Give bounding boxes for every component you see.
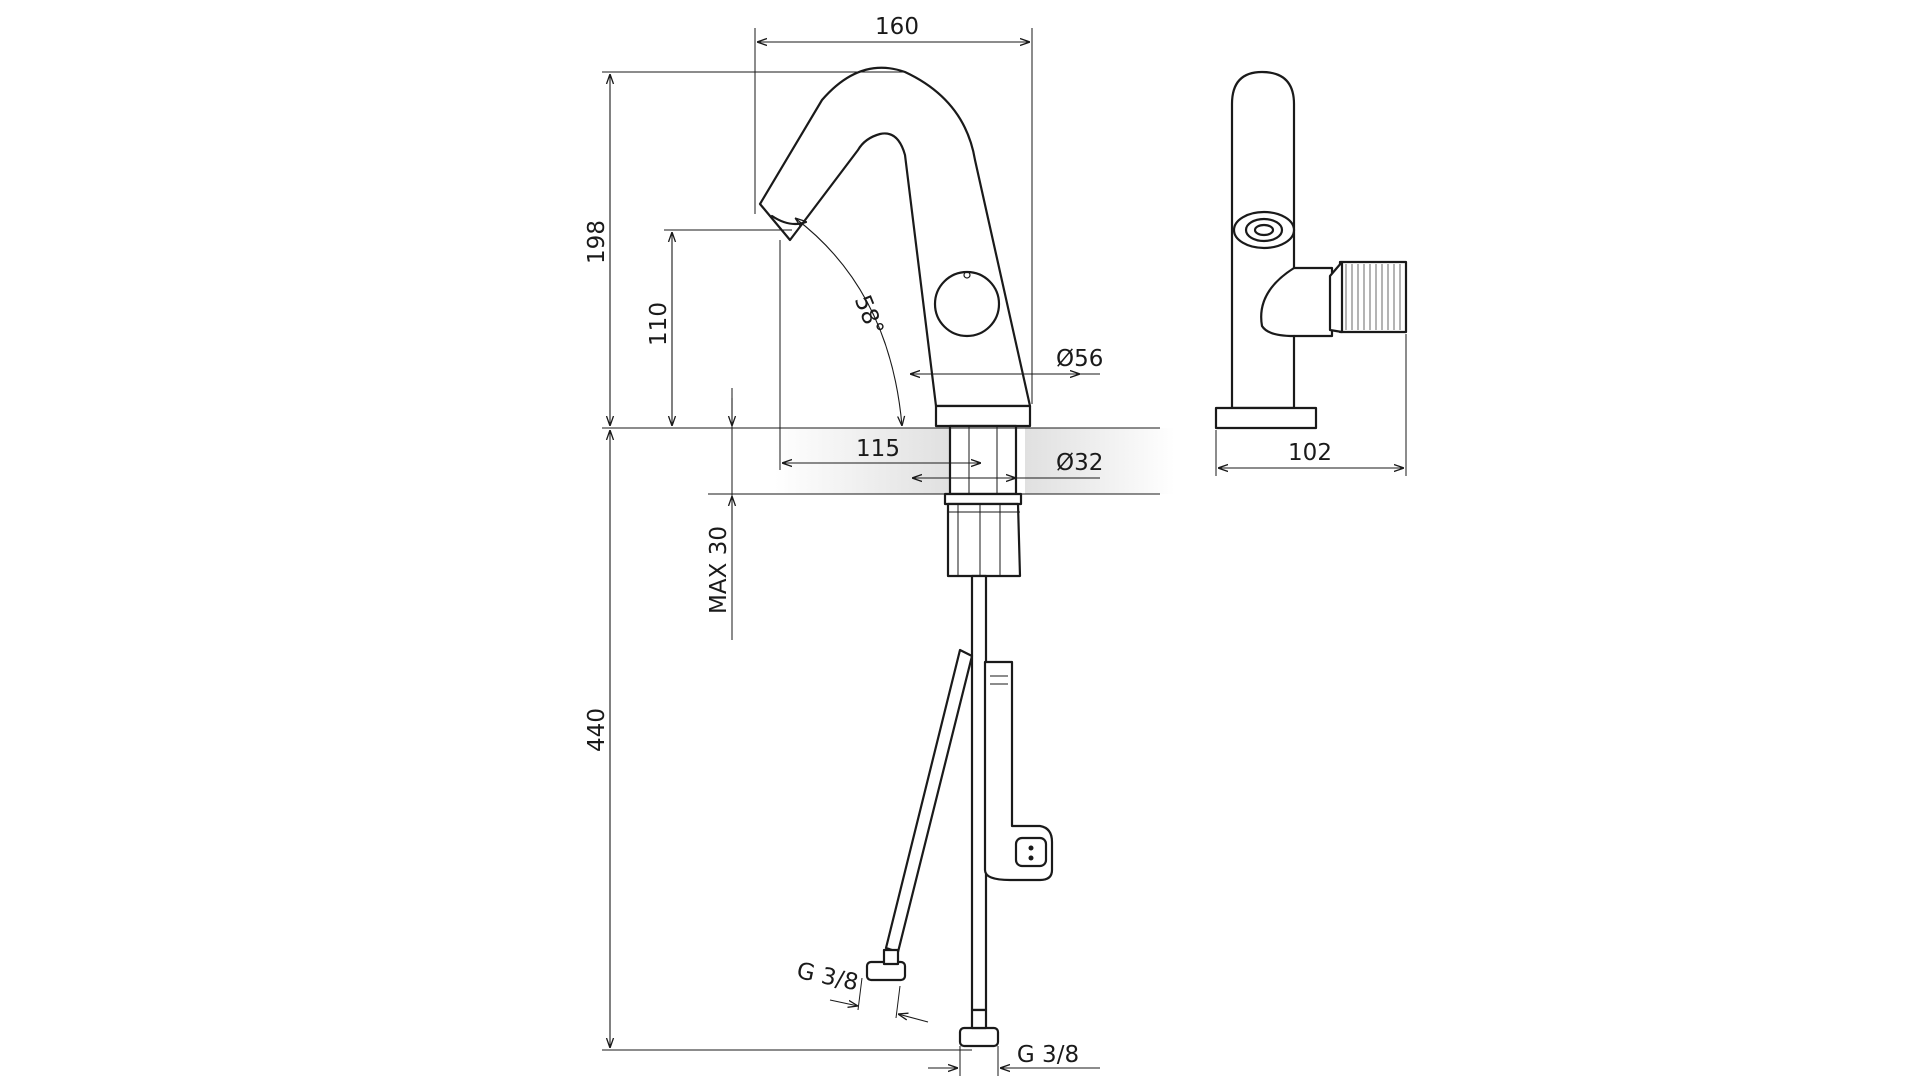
dim-total-height: 198	[584, 220, 610, 264]
dim-max-thickness: MAX 30	[706, 526, 732, 614]
dim-thread-left: G 3/8	[794, 958, 860, 996]
dim-shank-diameter: Ø32	[1056, 450, 1103, 476]
front-knob-inner	[1244, 217, 1284, 243]
washer	[943, 492, 1023, 506]
dim-spout-height: 110	[646, 302, 672, 346]
dim-side-depth: 102	[1288, 440, 1332, 466]
handle-dot	[963, 271, 971, 279]
handle-ribs	[1345, 264, 1401, 330]
right-hose-fitting	[958, 1026, 1000, 1048]
dim-spout-reach: 115	[856, 436, 900, 462]
front-base-plate	[1214, 406, 1318, 430]
base-plate	[934, 404, 1032, 428]
dim-hose-length: 440	[584, 708, 610, 752]
front-knob-outer	[1232, 210, 1296, 250]
spout-body	[758, 66, 1032, 408]
sensor-plug	[1014, 836, 1048, 868]
mounting-nut	[946, 502, 1022, 578]
angled-hose	[884, 648, 974, 954]
mounting-shank	[948, 424, 1018, 496]
faucet-side-view	[758, 66, 1054, 1048]
dim-total-width: 160	[875, 14, 919, 40]
dim-spout-angle: 58°	[849, 292, 888, 340]
dimension-lines	[602, 28, 1407, 1076]
faucet-front-view	[1214, 70, 1408, 430]
sensor-box	[983, 660, 1054, 882]
countertop-section	[720, 427, 1175, 495]
dim-thread-right: G 3/8	[1017, 1042, 1079, 1068]
dim-base-diameter: Ø56	[1056, 346, 1103, 372]
handle-knob	[933, 270, 1001, 338]
front-handle-ridged	[1338, 260, 1408, 334]
